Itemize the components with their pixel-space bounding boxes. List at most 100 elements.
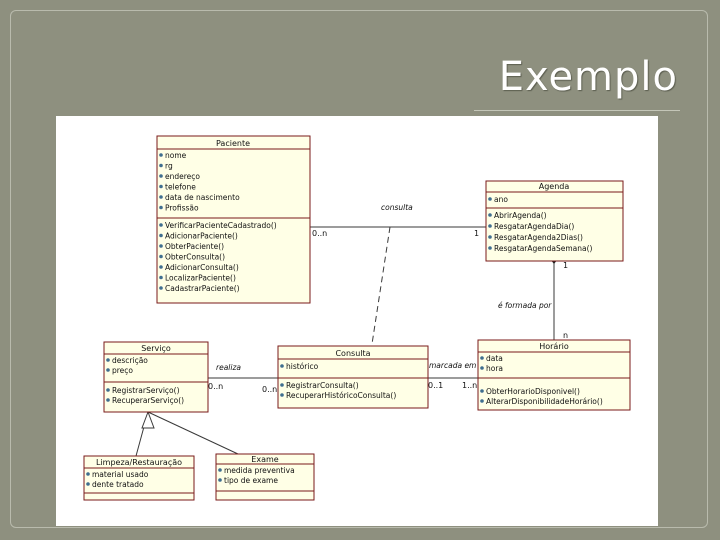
mult-paciente-agenda-right: 1 [474,229,479,238]
class-operation: RegistrarServiço() [112,386,180,395]
attribute-icon [159,153,163,157]
operation-icon [106,398,110,402]
attribute-icon [159,163,163,168]
slide-title: Exemplo [498,54,678,100]
assoc-label-formada: é formada por [498,301,552,310]
slide-frame [10,10,708,528]
class-attribute: data [486,354,503,363]
class-operation: AlterarDisponibilidadeHorário() [486,397,603,406]
attribute-icon [480,366,484,370]
class-attribute: preço [112,366,133,375]
operation-icon [280,393,284,397]
attribute-icon [280,364,284,368]
operation-icon [159,265,163,269]
mult-consulta-horario-left: 0..1 [428,381,443,390]
class-name: Limpeza/Restauração [96,458,182,467]
attribute-icon [86,482,90,486]
class-attribute: ano [494,195,508,204]
class-attribute: telefone [165,183,196,192]
class-name: Paciente [216,139,250,148]
class-operation: ObterHorarioDisponivel() [486,387,580,396]
class-name: Agenda [539,182,570,191]
mult-agenda-horario-top: 1 [563,261,568,270]
assoc-class-link-consulta [371,226,391,345]
class-operation: ResgatarAgenda2Dias() [494,233,583,242]
attribute-icon [488,197,492,201]
class-name: Serviço [141,344,171,353]
class-attribute: Profissão [165,204,199,213]
class-operation: RecuperarServiço() [112,396,184,405]
class-operation: ObterPaciente() [165,242,224,251]
attribute-icon [159,205,163,210]
operation-icon [488,235,492,239]
mult-agenda-horario-bottom: n [563,331,568,340]
class-attribute: hora [486,364,503,373]
class-attribute: material usado [92,470,149,479]
class-operation: AbrirAgenda() [494,211,547,220]
attribute-icon [106,368,110,372]
operation-icon [480,399,484,403]
class-attribute: dente tratado [92,480,144,489]
title-underline [474,110,680,111]
class-attribute: tipo de exame [224,476,278,485]
operation-icon [159,233,163,238]
generalization-exame [147,411,239,455]
attribute-icon [480,356,484,360]
mult-consulta-horario-right: 1..n [462,381,477,390]
class-operation: CadastrarPaciente() [165,284,240,293]
class-operation: AdicionarConsulta() [165,263,239,272]
class-attribute: nome [165,151,187,160]
attribute-icon [159,184,163,189]
attribute-icon [159,195,163,199]
mult-servico-consulta-left: 0..n [208,382,223,391]
attribute-icon [106,358,110,362]
assoc-label-marcada: marcada em [429,361,476,370]
class-operation: LocalizarPaciente() [165,274,236,283]
class-attribute: descrição [112,356,148,365]
operation-icon [488,213,492,217]
diagram-canvas: consulta 0..n 1 é formada por 1 n realiz… [56,116,658,526]
mult-paciente-agenda-left: 0..n [312,229,327,238]
class-name: Exame [251,455,278,464]
class-name: Horário [539,342,569,351]
class-limpeza-restauracao[interactable]: Limpeza/Restauração material usadodente … [83,455,195,501]
operation-icon [280,383,284,387]
operation-icon [480,389,484,393]
class-operation: VerificarPacienteCadastrado() [165,221,277,230]
operation-icon [159,223,163,227]
class-attribute: medida preventiva [224,466,295,475]
class-attribute: histórico [286,362,319,371]
operation-icon [488,224,492,228]
attribute-icon [218,478,222,482]
mult-servico-consulta-right: 0..n [262,385,277,394]
class-attribute: rg [165,162,173,171]
class-operation: RecuperarHistóricoConsulta() [286,391,396,400]
class-operation: RegistrarConsulta() [286,381,359,390]
operation-icon [159,275,163,280]
class-consulta[interactable]: Consulta histórico RegistrarConsulta()Re… [277,345,429,409]
attribute-icon [218,468,222,472]
class-operation: ObterConsulta() [165,253,225,262]
operation-icon [106,388,110,392]
class-agenda[interactable]: Agenda ano AbrirAgenda() ResgatarAgendaDi… [485,180,624,262]
class-operation: AdicionarPaciente() [165,232,238,241]
operation-icon [159,244,163,248]
class-attribute: endereço [165,172,200,181]
operation-icon [159,254,163,259]
assoc-label-consulta: consulta [381,203,413,212]
operation-icon [159,286,163,290]
operation-icon [488,246,492,250]
attribute-icon [86,472,90,476]
attribute-icon [159,174,163,178]
class-operation: ResgatarAgendaDia() [494,222,574,231]
uml-class-diagram: consulta 0..n 1 é formada por 1 n realiz… [83,135,631,501]
generalization-arrowhead [141,410,155,429]
class-name: Consulta [335,349,370,358]
class-operation: ResgatarAgendaSemana() [494,244,593,253]
class-attribute: data de nascimento [165,193,240,202]
assoc-label-realiza: realiza [216,363,241,372]
